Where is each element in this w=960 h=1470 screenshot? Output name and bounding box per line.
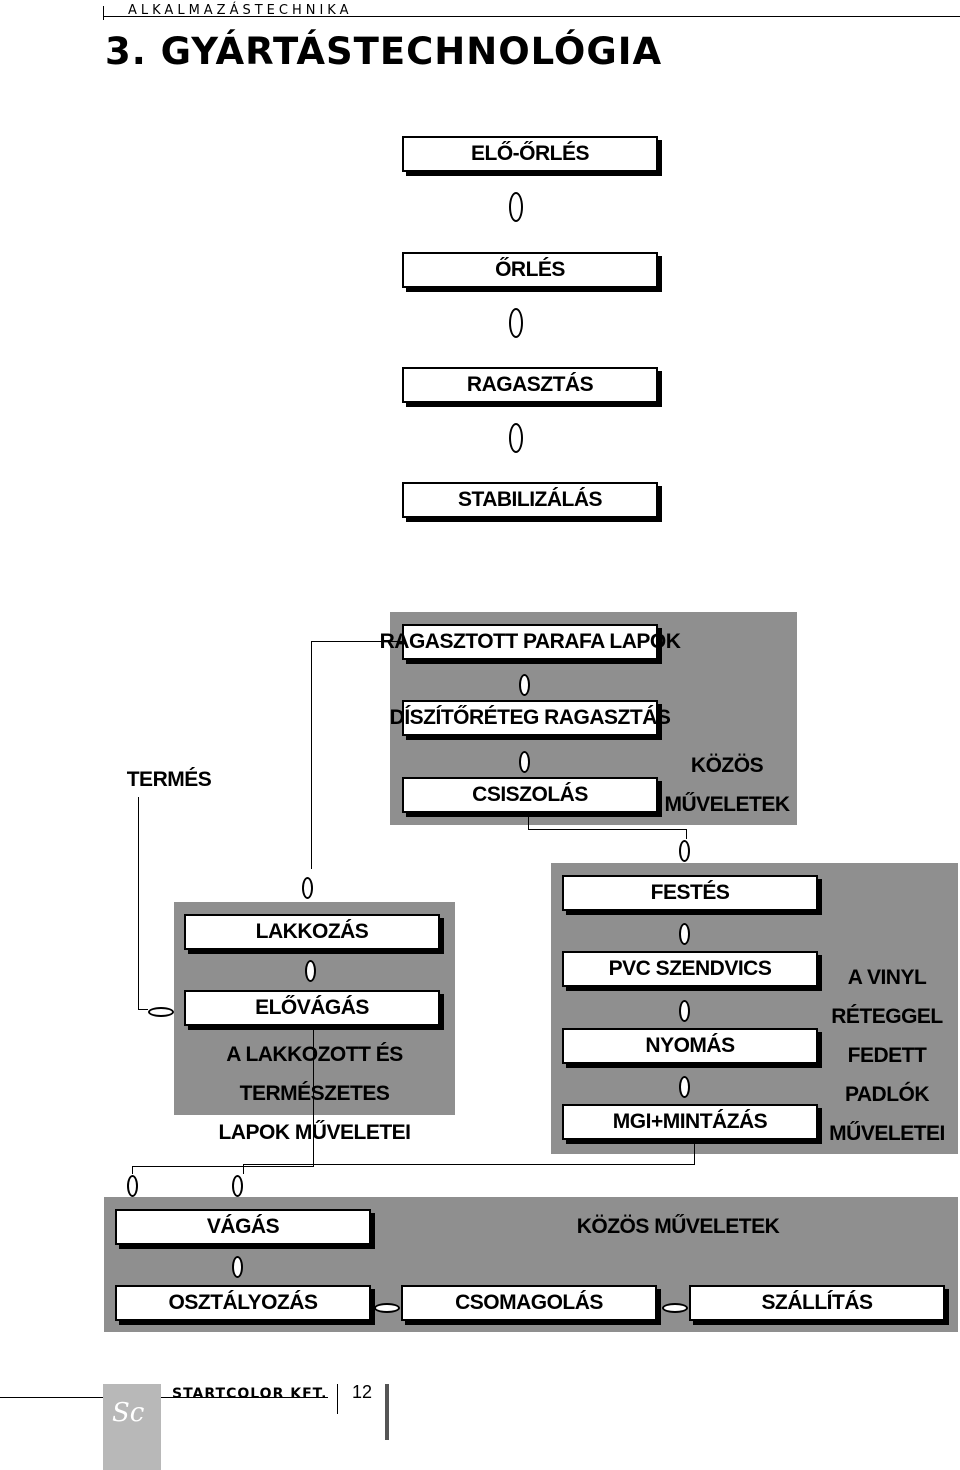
right-arrow-icon (374, 1303, 400, 1313)
down-arrow-icon (127, 1175, 138, 1197)
footer-rule (0, 1397, 328, 1398)
label-line: A LAKKOZOTT ÉS TERMÉSZETES (226, 1043, 403, 1105)
company-logo: Sc (112, 1398, 145, 1428)
connector-line (132, 1166, 314, 1167)
common-final-label: KÖZÖS MŰVELETEK (576, 1215, 780, 1238)
header-rule (103, 16, 960, 17)
label-line: PADLÓK (844, 1083, 930, 1106)
connector-line (311, 641, 403, 642)
down-arrow-icon (679, 923, 690, 945)
label-line: A VINYL (847, 966, 927, 989)
footer-block (103, 1384, 161, 1470)
step-ragasztott-parafa-lapok: RAGASZTOTT PARAFA LAPOK (380, 624, 681, 660)
step-orles: ŐRLÉS (402, 252, 658, 288)
step-nyomas: NYOMÁS (562, 1028, 818, 1064)
step-pvc-szendvics: PVC SZENDVICS (562, 951, 818, 987)
down-arrow-icon (679, 1000, 690, 1022)
right-arrow-icon (662, 1303, 688, 1313)
label-line: MŰVELETEK (664, 793, 790, 816)
step-osztalyozas: OSZTÁLYOZÁS (115, 1285, 371, 1321)
step-elovagas: ELŐVÁGÁS (184, 990, 440, 1026)
down-arrow-icon (679, 840, 690, 862)
connector-line (528, 829, 686, 830)
step-diszitoreteg-ragasztas: DÍSZÍTŐRÉTEG RAGASZTÁS (390, 700, 671, 736)
down-arrow-icon (232, 1256, 243, 1278)
connector-line (313, 1026, 314, 1166)
label-line: RÉTEGGEL (831, 1005, 943, 1028)
step-stabilizalas: STABILIZÁLÁS (402, 482, 658, 518)
header-tick (103, 6, 104, 20)
step-ragasztas: RAGASZTÁS (402, 367, 658, 403)
section-label: ALKALMAZÁSTECHNIKA (128, 3, 353, 18)
step-csiszolas: CSISZOLÁS (402, 777, 658, 813)
connector-line (686, 829, 687, 839)
connector-line (528, 813, 529, 829)
page-title: 3. GYÁRTÁSTECHNOLÓGIA (105, 30, 663, 73)
down-arrow-icon (509, 192, 523, 222)
step-elo-orles: ELŐ-ŐRLÉS (402, 136, 658, 172)
connector-line (694, 1140, 695, 1164)
down-arrow-icon (679, 1076, 690, 1098)
company-name: STARTCOLOR KFT. (172, 1386, 328, 1402)
termes-label: TERMÉS (126, 768, 212, 791)
step-szallitas: SZÁLLÍTÁS (689, 1285, 945, 1321)
page-number: 12 (352, 1382, 373, 1402)
step-lakkozas: LAKKOZÁS (184, 914, 440, 950)
connector-line (243, 1164, 695, 1165)
connector-line (311, 641, 312, 869)
down-arrow-icon (232, 1175, 243, 1197)
right-arrow-icon (148, 1007, 174, 1017)
connector-line (138, 1009, 148, 1010)
label-line: FEDETT (847, 1044, 927, 1067)
label-line: KÖZÖS (690, 754, 764, 777)
label-line: LAPOK MŰVELETEI (218, 1121, 411, 1144)
connector-line (138, 797, 139, 1009)
down-arrow-icon (519, 674, 530, 696)
down-arrow-icon (305, 960, 316, 982)
vinyl-label: A VINYL RÉTEGGEL FEDETT PADLÓK MŰVELETEI (822, 958, 952, 1153)
step-csomagolas: CSOMAGOLÁS (401, 1285, 657, 1321)
down-arrow-icon (509, 423, 523, 453)
label-line: MŰVELETEI (829, 1122, 945, 1145)
step-festes: FESTÉS (562, 875, 818, 911)
footer-bar (385, 1384, 389, 1440)
down-arrow-icon (302, 877, 313, 899)
lacquered-label: A LAKKOZOTT ÉS TERMÉSZETES LAPOK MŰVELET… (174, 1035, 455, 1152)
footer-separator (337, 1384, 338, 1414)
common-operations-label: KÖZÖS MŰVELETEK (662, 746, 792, 824)
connector-line (243, 1164, 244, 1174)
connector-line (132, 1166, 133, 1174)
step-vagas: VÁGÁS (115, 1209, 371, 1245)
step-mgi-mintazas: MGI+MINTÁZÁS (562, 1104, 818, 1140)
down-arrow-icon (509, 308, 523, 338)
down-arrow-icon (519, 751, 530, 773)
